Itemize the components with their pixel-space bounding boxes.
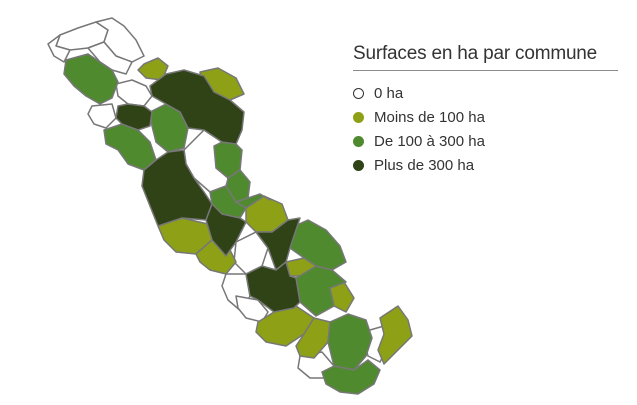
commune-mid [321,359,381,395]
legend-swatch-white-circle-icon [353,87,364,99]
legend-swatch-green-circle-icon [353,135,364,147]
commune-high [149,69,245,145]
commune-zero [47,34,71,63]
commune-mid [327,313,373,371]
map-legend: Surfaces en ha par commune 0 ha Moins de… [353,43,623,177]
commune-zero [95,17,145,63]
commune-high [115,103,153,131]
commune-mid [235,193,271,209]
legend-label: 0 ha [374,84,404,102]
commune-zero [115,79,153,107]
legend-swatch-dark-green-circle-icon [353,159,364,171]
commune-high [255,217,301,271]
legend-swatch-light-green-circle-icon [353,111,364,123]
legend-item-mid: De 100 à 300 ha [353,129,623,153]
legend-title: Surfaces en ha par commune [353,43,618,71]
legend-label: Moins de 100 ha [374,108,485,126]
legend-item-low: Moins de 100 ha [353,105,623,129]
commune-mid [295,265,347,317]
legend-item-high: Plus de 300 ha [353,153,623,177]
legend-label: Plus de 300 ha [374,156,475,174]
commune-high [205,203,247,257]
commune-zero [87,41,133,75]
commune-mid [63,53,119,105]
commune-mid [289,219,347,271]
commune-high [245,261,301,313]
commune-zero [87,103,117,129]
commune-low [377,305,413,365]
legend-item-zero: 0 ha [353,81,623,105]
legend-list: 0 ha Moins de 100 ha De 100 à 300 ha Plu… [353,81,623,177]
commune-mid [103,123,157,171]
legend-label: De 100 à 300 ha [374,132,485,150]
commune-high [141,149,213,227]
